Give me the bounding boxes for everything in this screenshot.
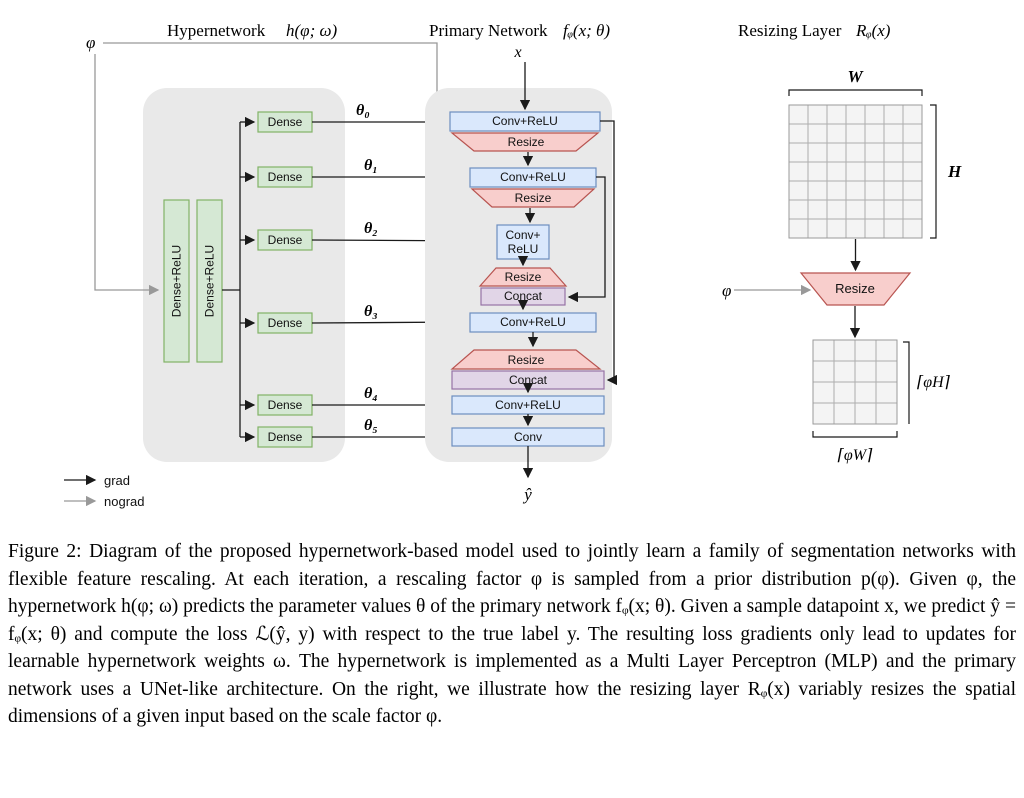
resize-4-label: Resize	[508, 353, 545, 367]
hypernetwork-title-math: h(φ; ω)	[286, 21, 337, 40]
hypernetwork-panel: Hypernetwork h(φ; ω) φ Dense+ReLU Dense+…	[86, 21, 495, 462]
conv-relu-1-label: Conv+ReLU	[492, 114, 558, 128]
height-bracket	[930, 104, 937, 239]
theta5-label: θ₅	[364, 417, 378, 434]
resizing-layer-panel: Resizing Layer Rᵩ(x) W H Resize φ ⌈φH⌉ ⌈…	[722, 21, 962, 464]
dense1-label: Dense	[268, 170, 303, 184]
conv-output-label: Conv	[514, 430, 542, 444]
theta0-label: θ₀	[356, 102, 370, 119]
conv-relu-bottleneck-label-line2: ReLU	[508, 242, 539, 256]
hypernetwork-title: Hypernetwork	[167, 21, 266, 40]
output-height-label: ⌈φH⌉	[917, 374, 951, 391]
nograd-wire-phi-to-mlp	[94, 54, 160, 296]
output-width-label: ⌈φW⌉	[838, 447, 873, 464]
resize-2-label: Resize	[515, 191, 552, 205]
grad-legend-label: grad	[104, 473, 130, 488]
conv-relu-4-label: Conv+ReLU	[495, 398, 561, 412]
theta2-label: θ₂	[364, 220, 378, 237]
dense4-label: Dense	[268, 398, 303, 412]
skip-connection-outer	[600, 120, 618, 386]
resize-layer-label: Resize	[835, 281, 875, 296]
resize-3-trapezoid	[478, 267, 568, 287]
output-height-bracket	[903, 341, 910, 424]
nograd-legend-label: nograd	[104, 494, 144, 509]
conv-relu-3-label: Conv+ReLU	[500, 315, 566, 329]
resize-1-label: Resize	[508, 135, 545, 149]
legend: grad nograd	[64, 473, 144, 509]
height-label: H	[947, 162, 962, 181]
primary-network-panel: Primary Network fᵩ(x; θ) x Conv+ReLU Res…	[425, 21, 618, 504]
concat-2-label: Concat	[509, 373, 548, 387]
figure-caption: Figure 2: Diagram of the proposed hypern…	[8, 541, 1016, 727]
resizing-phi-label: φ	[722, 281, 731, 300]
resize-4-trapezoid	[450, 349, 602, 370]
primary-title: Primary Network	[429, 21, 548, 40]
conv-relu-bottleneck-label-line1: Conv+	[505, 228, 540, 242]
resizing-title-math: Rᵩ(x)	[855, 21, 891, 40]
skip-connection-inner	[567, 176, 606, 303]
dense-relu-layer1-label: Dense+ReLU	[170, 245, 184, 317]
dense-relu-layer2-box	[196, 199, 223, 363]
theta1-label: θ₁	[364, 157, 378, 174]
conv-relu-2-label: Conv+ReLU	[500, 170, 566, 184]
dense-relu-layer1-box	[163, 199, 190, 363]
x-input-label: x	[513, 44, 521, 61]
resize-2-trapezoid	[470, 188, 596, 208]
resize-1-trapezoid	[450, 132, 600, 152]
theta3-label: θ₃	[364, 303, 378, 320]
phi-input-label: φ	[86, 33, 95, 52]
dense-relu-layer2-label: Dense+ReLU	[203, 245, 217, 317]
dense2-label: Dense	[268, 233, 303, 247]
resizing-title: Resizing Layer	[738, 21, 842, 40]
y-hat-output-label: ŷ	[522, 485, 532, 504]
concat-1-label: Concat	[504, 289, 543, 303]
theta4-label: θ₄	[364, 385, 378, 402]
resize-3-label: Resize	[505, 270, 542, 284]
output-grid	[812, 339, 898, 425]
figure-diagram: Hypernetwork h(φ; ω) φ Dense+ReLU Dense+…	[64, 21, 962, 509]
output-width-bracket	[812, 431, 898, 438]
input-grid	[788, 104, 923, 239]
dense0-label: Dense	[268, 115, 303, 129]
dense5-label: Dense	[268, 430, 303, 444]
resize-layer-trapezoid	[799, 272, 912, 306]
width-label: W	[847, 67, 864, 86]
width-bracket	[788, 89, 923, 96]
dense3-label: Dense	[268, 316, 303, 330]
primary-title-math: fᵩ(x; θ)	[563, 21, 610, 40]
